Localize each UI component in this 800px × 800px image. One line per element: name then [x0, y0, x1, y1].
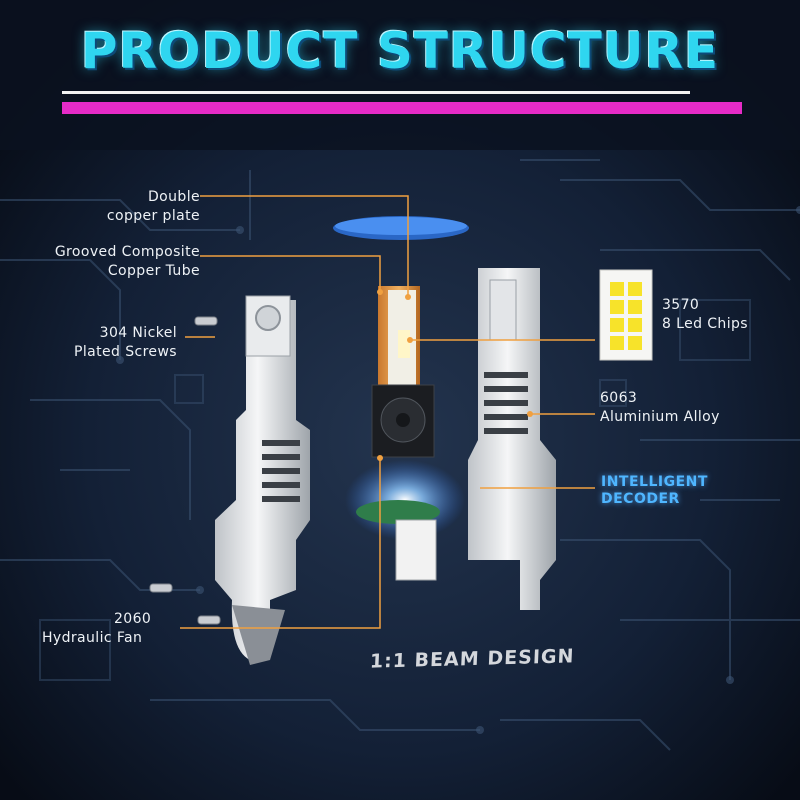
label-aluminium-alloy-line2: Aluminium Alloy — [600, 409, 720, 425]
left-bulb-body — [215, 295, 310, 665]
label-double-copper-plate-line1: Double — [147, 189, 200, 205]
right-bulb-body — [468, 268, 556, 610]
label-led-chips-line2: 8 Led Chips — [662, 316, 748, 332]
label-intelligent-decoder-line1: INTELLIGENT — [601, 474, 708, 490]
page-title: PRODUCT STRUCTURE — [80, 22, 720, 80]
label-hydraulic-fan-line2: Hydraulic Fan — [42, 630, 143, 646]
hydraulic-fan — [371, 384, 435, 458]
copper-tube-led-board — [378, 286, 420, 386]
title-underline-pink — [62, 102, 742, 114]
title-underline-white — [62, 91, 690, 94]
copper-plate-disc — [333, 216, 469, 240]
decoder-board — [345, 460, 465, 581]
label-grooved-copper-tube-line2: Copper Tube — [107, 263, 200, 279]
label-intelligent-decoder: INTELLIGENT DECODER — [601, 474, 708, 508]
label-led-chips-line1: 3570 — [662, 297, 700, 313]
label-nickel-screws-line1: 304 Nickel — [99, 325, 177, 341]
label-aluminium-alloy-line1: 6063 — [600, 390, 638, 406]
led-chip-module — [599, 269, 653, 361]
label-double-copper-plate-line2: copper plate — [106, 208, 200, 224]
label-nickel-screws: 304 Nickel Plated Screws — [40, 324, 177, 362]
label-nickel-screws-line2: Plated Screws — [74, 344, 177, 360]
leader-lines — [180, 195, 595, 629]
label-intelligent-decoder-line2: DECODER — [601, 491, 680, 507]
label-hydraulic-fan: 2060 Hydraulic Fan — [42, 610, 151, 648]
label-hydraulic-fan-line1: 2060 — [114, 611, 152, 627]
screws — [149, 316, 221, 625]
label-led-chips: 3570 8 Led Chips — [662, 296, 748, 334]
label-aluminium-alloy: 6063 Aluminium Alloy — [600, 389, 720, 427]
label-double-copper-plate: Double copper plate — [60, 188, 200, 226]
label-grooved-copper-tube: Grooved Composite Copper Tube — [20, 243, 200, 281]
label-grooved-copper-tube-line1: Grooved Composite — [54, 244, 200, 260]
